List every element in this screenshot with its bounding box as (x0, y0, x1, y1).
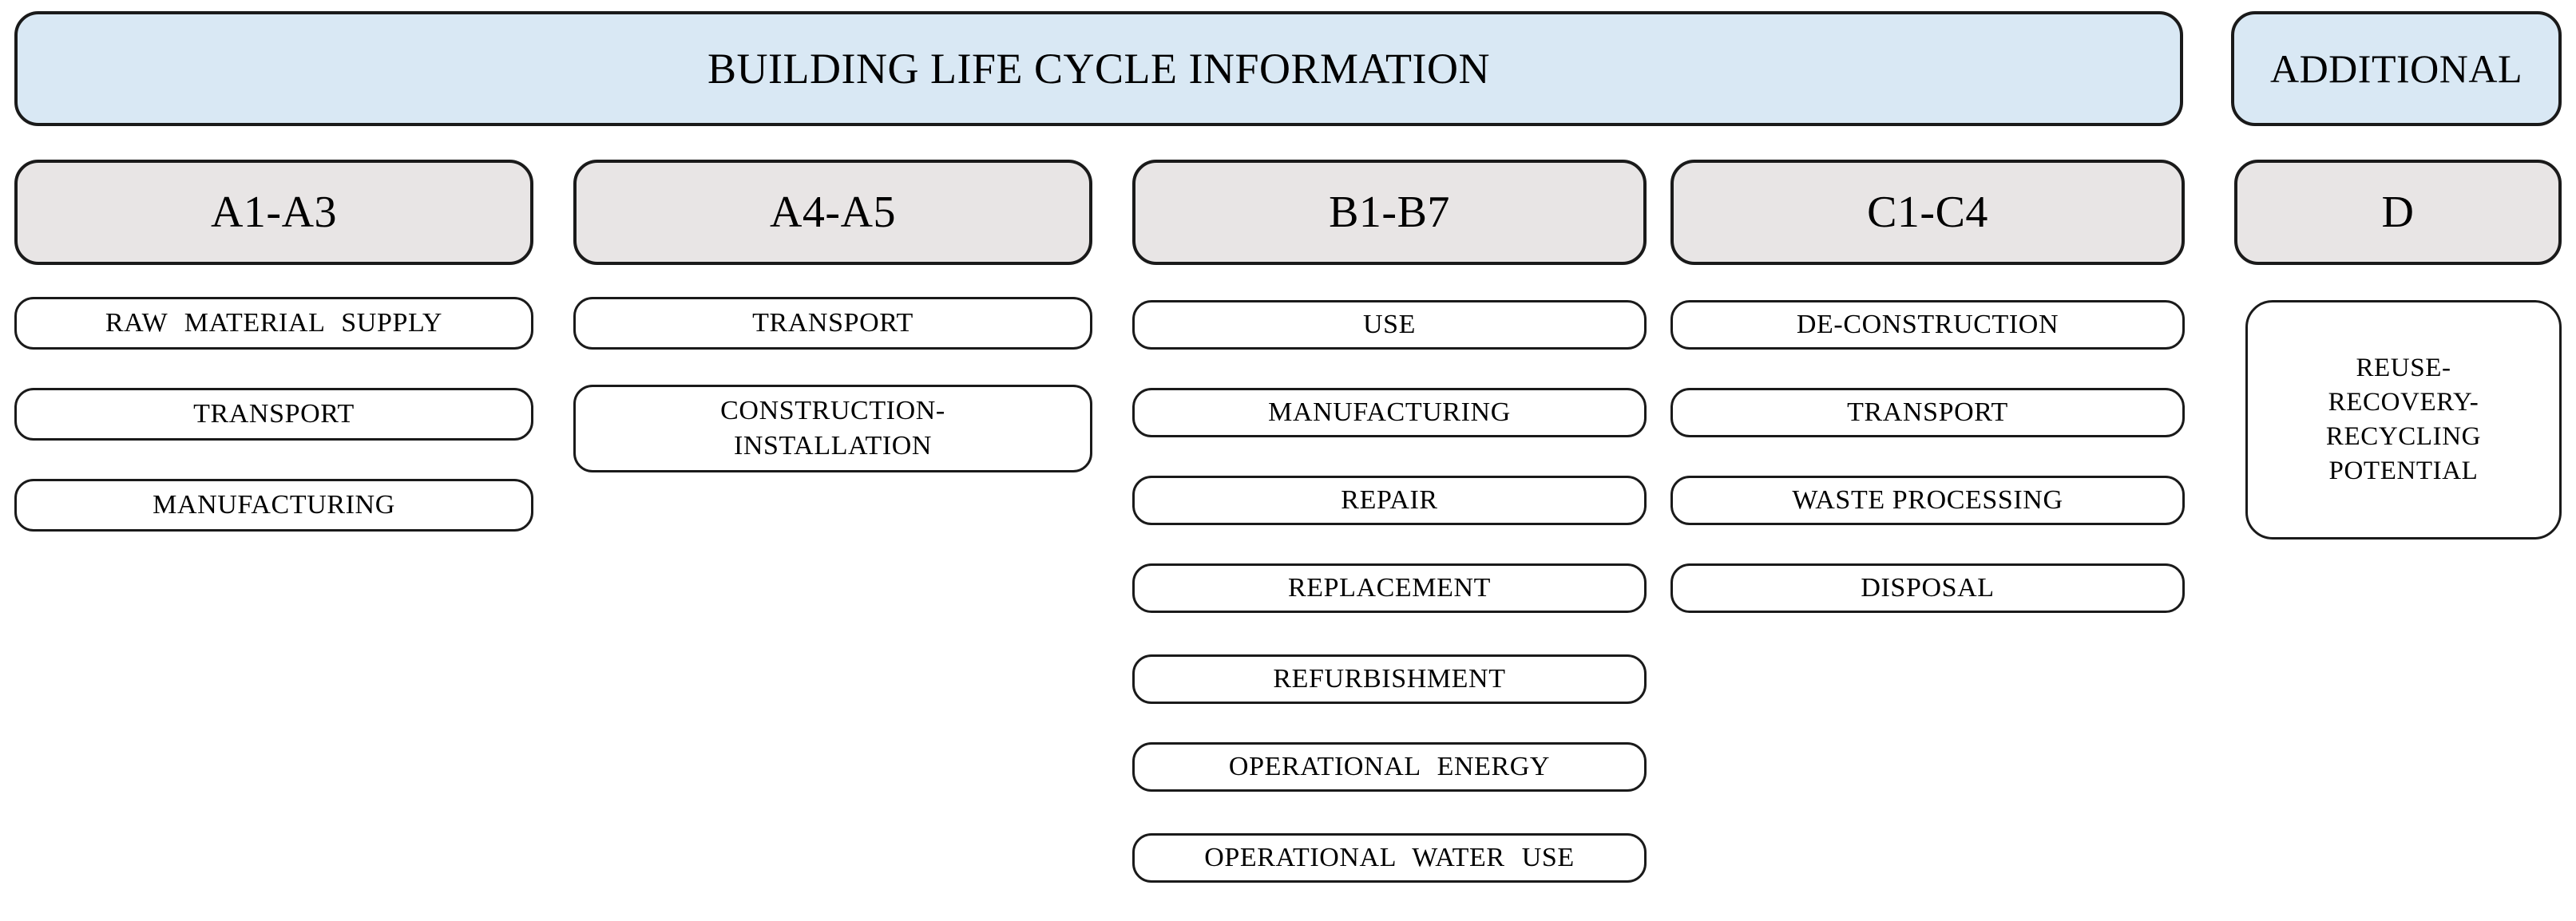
stage-header-label: A1-A3 (210, 187, 338, 237)
module-label: TRANSPORT (752, 308, 913, 338)
module-label: REUSE- RECOVERY- RECYCLING POTENTIAL (2325, 354, 2482, 485)
stage-header-label: C1-C4 (1867, 187, 1988, 237)
module-label: TRANSPORT (193, 399, 355, 429)
module-label: REFURBISHMENT (1273, 664, 1506, 694)
stage-header-a1-a3[interactable]: A1-A3 (14, 160, 533, 265)
building-life-cycle-banner: BUILDING LIFE CYCLE INFORMATION (14, 11, 2183, 126)
module-box[interactable]: OPERATIONAL ENERGY (1132, 742, 1647, 792)
module-label: DISPOSAL (1861, 573, 1995, 603)
module-box[interactable]: TRANSPORT (14, 388, 533, 441)
module-box[interactable]: MANUFACTURING (1132, 388, 1647, 437)
module-label: MANUFACTURING (153, 490, 395, 520)
module-box[interactable]: TRANSPORT (573, 297, 1092, 350)
module-box[interactable]: WASTE PROCESSING (1670, 476, 2185, 525)
module-box[interactable]: REPLACEMENT (1132, 563, 1647, 613)
module-label: TRANSPORT (1847, 397, 2008, 428)
module-box[interactable]: DISPOSAL (1670, 563, 2185, 613)
module-box[interactable]: REFURBISHMENT (1132, 654, 1647, 704)
module-box[interactable]: OPERATIONAL WATER USE (1132, 833, 1647, 883)
stage-header-d[interactable]: D (2234, 160, 2562, 265)
module-label: MANUFACTURING (1268, 397, 1511, 428)
module-box[interactable]: USE (1132, 300, 1647, 350)
stage-header-b1-b7[interactable]: B1-B7 (1132, 160, 1647, 265)
module-label: WASTE PROCESSING (1792, 485, 2063, 516)
module-label: REPAIR (1341, 485, 1438, 516)
module-box[interactable]: TRANSPORT (1670, 388, 2185, 437)
additional-banner-label: ADDITIONAL (2269, 46, 2523, 91)
module-label: RAW MATERIAL SUPPLY (105, 308, 443, 338)
module-label: DE-CONSTRUCTION (1796, 310, 2059, 340)
module-box[interactable]: DE-CONSTRUCTION (1670, 300, 2185, 350)
module-box[interactable]: RAW MATERIAL SUPPLY (14, 297, 533, 350)
module-box[interactable]: REUSE- RECOVERY- RECYCLING POTENTIAL (2245, 300, 2562, 540)
stage-header-c1-c4[interactable]: C1-C4 (1670, 160, 2185, 265)
module-box[interactable]: REPAIR (1132, 476, 1647, 525)
additional-banner: ADDITIONAL (2231, 11, 2562, 126)
stage-header-a4-a5[interactable]: A4-A5 (573, 160, 1092, 265)
banner-title: BUILDING LIFE CYCLE INFORMATION (707, 44, 1490, 93)
module-label: OPERATIONAL WATER USE (1204, 843, 1575, 873)
module-label: REPLACEMENT (1287, 573, 1492, 603)
stage-header-label: A4-A5 (769, 187, 897, 237)
module-label: CONSTRUCTION- INSTALLATION (720, 396, 945, 460)
stage-header-label: D (2381, 187, 2415, 237)
module-label: USE (1362, 310, 1417, 340)
module-label: OPERATIONAL ENERGY (1228, 752, 1551, 782)
module-box[interactable]: MANUFACTURING (14, 479, 533, 532)
module-box[interactable]: CONSTRUCTION- INSTALLATION (573, 385, 1092, 472)
stage-header-label: B1-B7 (1329, 187, 1450, 237)
